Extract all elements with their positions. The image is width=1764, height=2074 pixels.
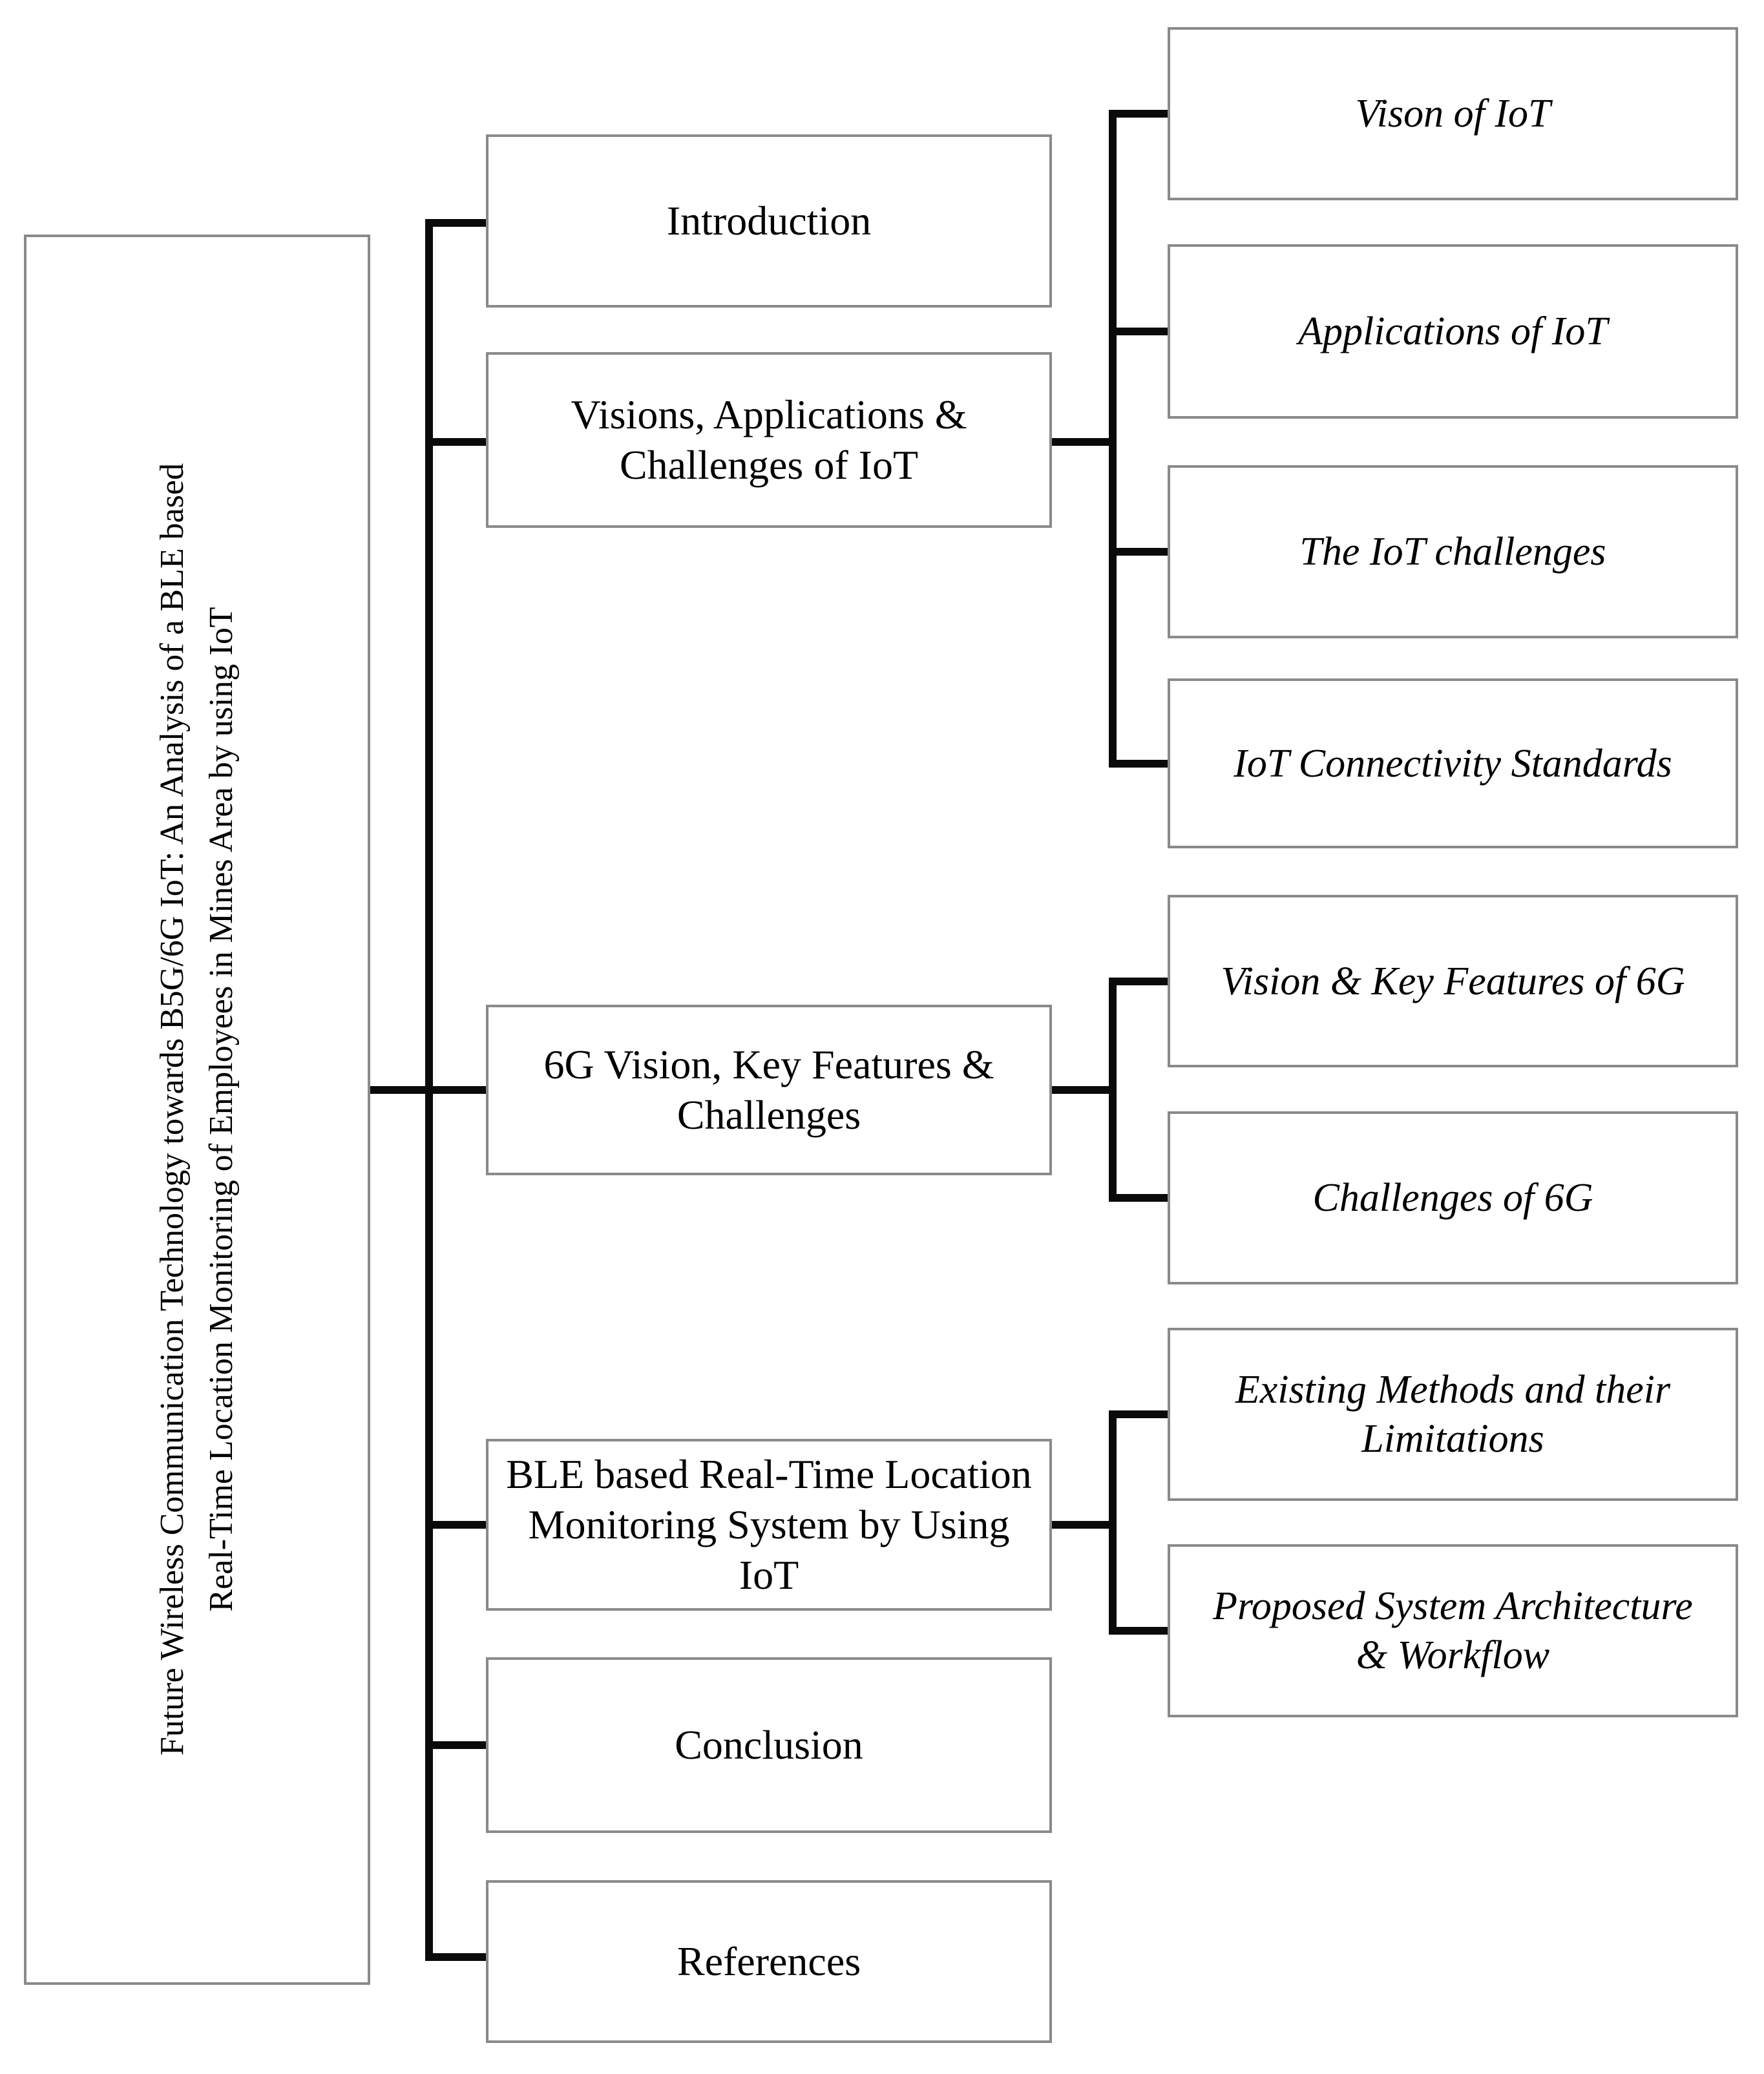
node-introduction-label: Introduction xyxy=(666,198,872,244)
connector-subtrunk-to-connectivity-standards xyxy=(1109,760,1168,768)
connector-subtrunk-to-proposed-architecture xyxy=(1109,1627,1168,1635)
node-applications-of-iot-label: Applications of IoT xyxy=(1298,309,1608,353)
node-ble-label: BLE based Real-Time Location Monitoring … xyxy=(506,1451,1032,1598)
node-introduction: Introduction xyxy=(486,134,1052,308)
node-proposed-architecture-label: Proposed System Architecture & Workflow xyxy=(1213,1584,1693,1677)
node-conclusion-label: Conclusion xyxy=(675,1722,863,1768)
node-existing-methods-limitations-label: Existing Methods and their Limitations xyxy=(1235,1368,1671,1461)
connector-trunk-to-conclusion xyxy=(429,1741,486,1749)
connector-title-through-trunk-to-6g xyxy=(370,1086,486,1094)
node-existing-methods-limitations: Existing Methods and their Limitations xyxy=(1168,1328,1738,1501)
connector-subtrunk-to-vison-of-iot xyxy=(1109,110,1168,118)
connector-trunk-to-ble xyxy=(429,1521,486,1529)
node-vison-of-iot-label: Vison of IoT xyxy=(1355,92,1551,136)
node-visions-applications-challenges-iot: Visions, Applications & Challenges of Io… xyxy=(486,352,1052,528)
node-references: References xyxy=(486,1880,1052,2043)
connector-visions-to-subtrunk xyxy=(1052,438,1117,446)
node-the-iot-challenges-label: The IoT challenges xyxy=(1299,530,1606,574)
node-6g-label: 6G Vision, Key Features & Challenges xyxy=(543,1042,994,1138)
connector-trunk-to-references xyxy=(429,1953,486,1961)
node-conclusion: Conclusion xyxy=(486,1657,1052,1833)
node-vison-of-iot: Vison of IoT xyxy=(1168,27,1738,200)
connector-subtrunk-to-applications-of-iot xyxy=(1109,328,1168,335)
node-challenges-of-6g-label: Challenges of 6G xyxy=(1312,1176,1593,1220)
node-challenges-of-6g: Challenges of 6G xyxy=(1168,1111,1738,1284)
node-the-iot-challenges: The IoT challenges xyxy=(1168,465,1738,638)
node-6g-vision-key-features-challenges: 6G Vision, Key Features & Challenges xyxy=(486,1005,1052,1175)
paper-title: Future Wireless Communication Technology… xyxy=(145,237,249,1982)
connector-ble-to-subtrunk xyxy=(1052,1521,1117,1529)
connector-trunk-to-introduction xyxy=(429,219,486,227)
node-vision-key-features-of-6g-label: Vision & Key Features of 6G xyxy=(1221,959,1685,1003)
paper-title-box xyxy=(24,235,370,1985)
connector-6g-to-subtrunk xyxy=(1052,1086,1117,1094)
node-iot-connectivity-standards-label: IoT Connectivity Standards xyxy=(1234,741,1672,786)
connector-subtrunk-to-existing-methods xyxy=(1109,1410,1168,1418)
node-applications-of-iot: Applications of IoT xyxy=(1168,244,1738,419)
connector-subtrunk-to-vision-features-6g xyxy=(1109,978,1168,985)
node-references-label: References xyxy=(677,1938,861,1984)
connector-subtrunk-to-challenges-6g xyxy=(1109,1194,1168,1202)
node-visions-label: Visions, Applications & Challenges of Io… xyxy=(571,392,967,488)
node-iot-connectivity-standards: IoT Connectivity Standards xyxy=(1168,678,1738,848)
connector-trunk-to-visions xyxy=(429,438,486,446)
node-ble-realtime-location-monitoring: BLE based Real-Time Location Monitoring … xyxy=(486,1439,1052,1611)
connector-subtrunk-to-iot-challenges xyxy=(1109,548,1168,556)
node-vision-key-features-of-6g: Vision & Key Features of 6G xyxy=(1168,895,1738,1067)
node-proposed-system-architecture-workflow: Proposed System Architecture & Workflow xyxy=(1168,1544,1738,1717)
paper-title-line-1: Future Wireless Communication Technology… xyxy=(154,463,191,1756)
paper-title-line-2: Real-Time Location Monitoring of Employe… xyxy=(203,607,240,1612)
